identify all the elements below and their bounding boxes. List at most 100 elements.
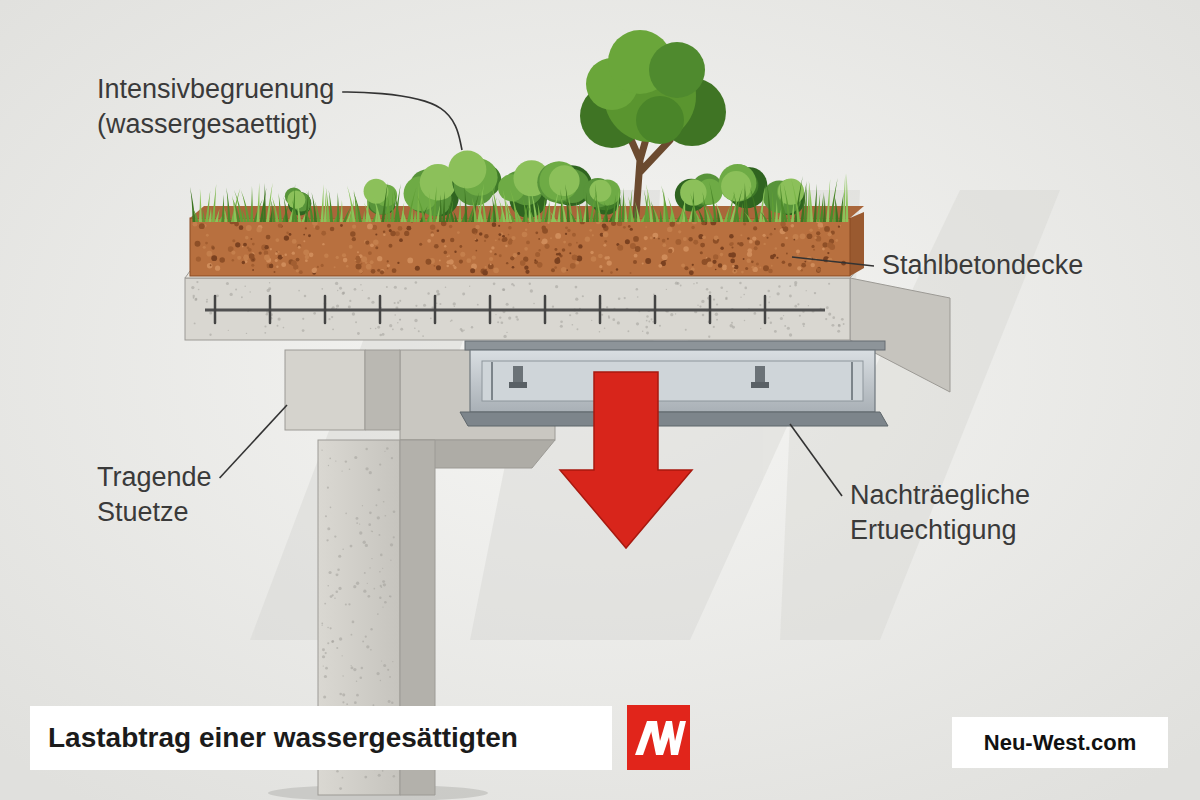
speckle	[382, 568, 383, 569]
grass-blade	[772, 188, 775, 222]
grass-blade	[612, 195, 616, 222]
speckle	[349, 300, 351, 302]
title-box: Lastabtrag einer wassergesättigten	[30, 706, 612, 770]
soil-grain	[427, 239, 431, 243]
soil-grain	[749, 240, 753, 244]
speckle	[364, 776, 367, 779]
grass-blade	[464, 186, 467, 222]
grass-blade	[394, 184, 401, 222]
soil-grain	[252, 243, 255, 246]
speckle	[382, 333, 385, 336]
soil-grain	[783, 226, 789, 232]
speckle	[418, 330, 420, 332]
speckle	[371, 530, 372, 531]
soil-grain	[513, 253, 517, 257]
speckle	[453, 302, 456, 305]
soil-grain	[824, 226, 830, 232]
speckle	[499, 316, 501, 318]
grass-blade	[528, 206, 535, 222]
speckle	[356, 522, 358, 524]
soil-grain	[475, 225, 480, 230]
speckle	[342, 292, 345, 295]
speckle	[380, 554, 383, 557]
speckle	[618, 297, 621, 300]
soil-grain	[266, 235, 271, 240]
speckle	[601, 314, 603, 316]
speckle	[355, 321, 357, 323]
soil-grain	[317, 266, 319, 268]
soil-grain	[541, 226, 546, 231]
soil-grain	[275, 252, 278, 255]
soil-grain	[537, 262, 543, 268]
soil-grain	[502, 238, 506, 242]
soil-grain	[741, 271, 744, 274]
speckle	[369, 471, 372, 474]
soil-grain	[419, 243, 422, 246]
soil-grain	[603, 232, 609, 238]
soil-grain	[816, 231, 820, 235]
soil-grain	[788, 263, 792, 267]
soil-grain	[387, 224, 391, 228]
speckle	[359, 531, 362, 534]
grass-blade	[304, 210, 311, 222]
soil-grain	[490, 263, 492, 265]
soil-grain	[683, 237, 687, 241]
grass-blade	[801, 181, 807, 222]
speckle	[298, 290, 300, 292]
load-arrow	[560, 372, 692, 548]
grass-blade	[407, 188, 416, 222]
speckle	[828, 283, 830, 285]
soil-grain	[570, 263, 576, 269]
grass-blade	[448, 205, 455, 222]
grass-blade	[326, 187, 330, 222]
speckle	[365, 467, 368, 470]
speckle	[391, 701, 393, 703]
speckle	[377, 489, 380, 492]
soil-grain	[484, 240, 486, 242]
grass-blade	[733, 191, 739, 222]
grass-blade	[733, 188, 742, 222]
soil-grain	[234, 222, 239, 227]
speckle	[361, 667, 363, 669]
grass-blade	[834, 194, 839, 222]
speckle	[739, 282, 742, 285]
speckle	[327, 527, 330, 530]
soil-grain	[568, 243, 572, 247]
speckle	[334, 535, 336, 537]
soil-grain	[426, 259, 432, 265]
soil-grain	[252, 269, 254, 271]
speckle	[637, 296, 638, 297]
grass-blade	[226, 188, 230, 222]
soil-grain	[554, 248, 557, 251]
soil-grain	[535, 231, 538, 234]
soil-grain	[617, 245, 623, 251]
soil-grain	[524, 247, 528, 251]
soil-grain	[652, 233, 658, 239]
soil-grain	[308, 234, 311, 237]
soil-grain	[828, 232, 832, 236]
soil-grain	[449, 225, 452, 228]
speckle	[776, 292, 779, 295]
soil-grain	[572, 254, 578, 260]
soil-grain	[482, 270, 488, 276]
leader-lines	[220, 92, 874, 496]
soil-grain	[365, 241, 369, 245]
grass-blade	[324, 193, 327, 222]
soil-grain	[668, 249, 673, 254]
soil-grain	[720, 246, 724, 250]
speckle	[391, 457, 393, 459]
soil-grain	[759, 266, 761, 268]
speckle	[515, 316, 517, 318]
grass-blade	[329, 190, 333, 222]
speckle	[379, 571, 381, 573]
leader-line	[792, 257, 874, 266]
soil-grain	[751, 266, 754, 269]
speckle	[627, 330, 629, 332]
soil-grain	[444, 245, 446, 247]
soil-grain	[774, 228, 776, 230]
soil-grain	[491, 246, 494, 249]
speckle	[415, 281, 418, 284]
soil-grain	[566, 269, 568, 271]
grass-blade	[804, 183, 807, 222]
soil-grain	[356, 256, 361, 261]
